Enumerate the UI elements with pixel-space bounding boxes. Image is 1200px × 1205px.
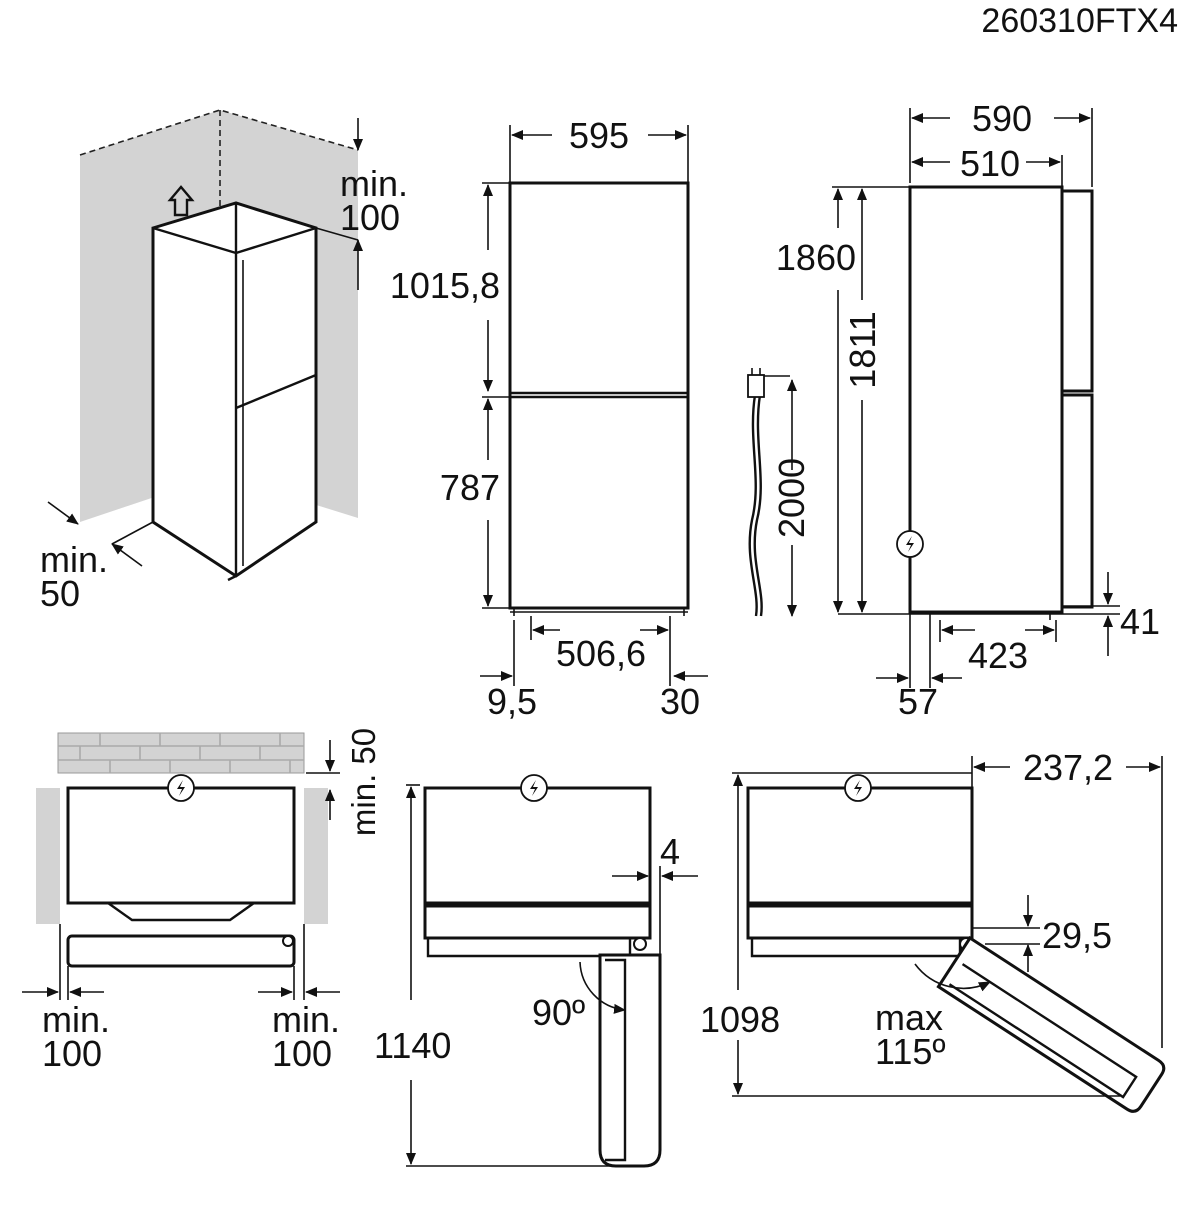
top-rear-clearance: min. 50 xyxy=(345,728,382,836)
front-lower-height: 787 xyxy=(440,467,500,508)
front-width: 595 xyxy=(569,115,629,156)
door115-offset: 29,5 xyxy=(1042,915,1112,956)
top-left-min-value: 100 xyxy=(42,1033,102,1074)
perspective-side-min-label: min. xyxy=(40,539,108,580)
side-feet-span: 423 xyxy=(968,635,1028,676)
door90-angle: 90º xyxy=(532,992,585,1033)
door-90-view: 90º 1140 4 xyxy=(374,774,698,1168)
side-depth-total: 590 xyxy=(972,98,1032,139)
top-right-min-value: 100 xyxy=(272,1033,332,1074)
side-view: 590 510 1860 1811 423 57 41 xyxy=(776,98,1160,722)
perspective-top-min-label: min. xyxy=(340,163,408,204)
side-height-total: 1860 xyxy=(776,237,856,278)
top-plug-icon xyxy=(167,774,195,802)
front-right-offset: 30 xyxy=(660,681,700,722)
side-height-body: 1811 xyxy=(842,311,883,388)
perspective-view: min. 100 min. 50 xyxy=(40,109,408,614)
top-left-min-label: min. xyxy=(42,999,110,1040)
side-foot-height: 41 xyxy=(1120,601,1160,642)
door115-depth: 1098 xyxy=(700,999,780,1040)
door115-width: 237,2 xyxy=(1023,747,1113,788)
door115-plug-icon xyxy=(844,774,872,802)
front-view: 595 1015,8 787 506,6 9,5 30 xyxy=(390,115,708,722)
door90-plug-icon xyxy=(520,774,548,802)
door-115-view: max 115º 1098 237,2 29,5 xyxy=(700,747,1166,1113)
side-depth-body: 510 xyxy=(960,143,1020,184)
front-left-offset: 9,5 xyxy=(487,681,537,722)
front-feet-span: 506,6 xyxy=(556,633,646,674)
perspective-side-min-value: 50 xyxy=(40,573,80,614)
side-front-offset: 57 xyxy=(898,681,938,722)
top-right-min-label: min. xyxy=(272,999,340,1040)
power-cable: 2000 xyxy=(747,368,812,617)
cable-length: 2000 xyxy=(771,458,812,538)
door90-gap: 4 xyxy=(660,831,680,872)
perspective-top-min-value: 100 xyxy=(340,197,400,238)
top-clearance-view: min. 50 min. 100 min. 100 xyxy=(22,728,382,1074)
door115-angle-value: 115º xyxy=(875,1031,946,1072)
side-plug-icon xyxy=(896,530,924,558)
door90-depth: 1140 xyxy=(374,1025,451,1066)
document-code: 260310FTX4 xyxy=(981,2,1178,40)
door115-angle-label: max xyxy=(875,997,943,1038)
front-upper-height: 1015,8 xyxy=(390,265,500,306)
